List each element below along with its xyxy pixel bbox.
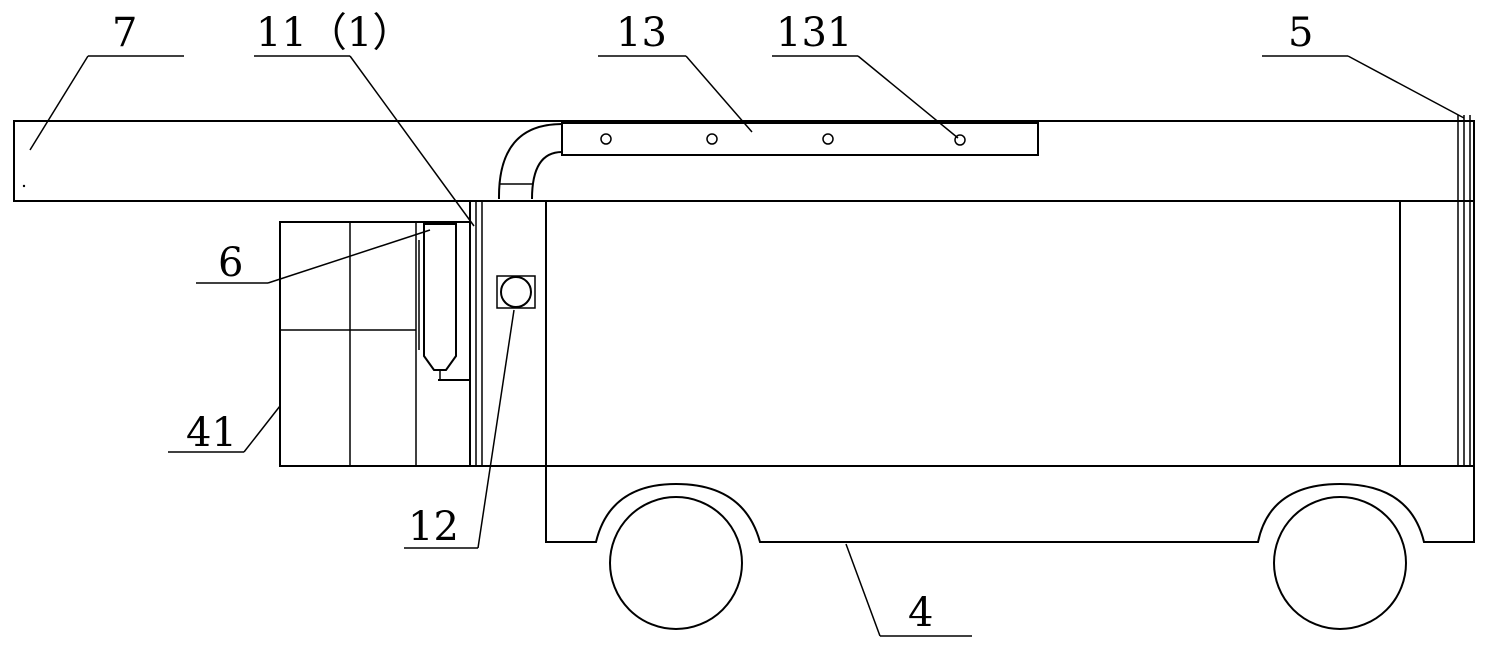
wheel-front xyxy=(609,496,743,630)
vehicle-body xyxy=(469,200,1475,467)
chassis xyxy=(545,466,1475,630)
leader-lines xyxy=(29,55,1465,637)
wheel-rear xyxy=(1273,496,1407,630)
nozzle xyxy=(600,133,612,145)
label-7: 7 xyxy=(112,10,137,56)
tank-6 xyxy=(418,223,470,381)
label-6: 6 xyxy=(218,240,243,286)
label-131: 131 xyxy=(776,10,852,56)
label-4: 4 xyxy=(908,590,933,636)
unit-12 xyxy=(496,275,536,309)
spray-pipe xyxy=(497,122,1039,200)
label-5: 5 xyxy=(1288,10,1313,56)
label-41: 41 xyxy=(186,410,237,456)
label-13: 13 xyxy=(616,10,667,56)
nozzle xyxy=(954,134,966,146)
label-11: 11（1） xyxy=(256,10,412,56)
nozzle xyxy=(706,133,718,145)
nozzle xyxy=(822,133,834,145)
cabinet-41 xyxy=(279,221,471,467)
label-12: 12 xyxy=(408,504,459,550)
